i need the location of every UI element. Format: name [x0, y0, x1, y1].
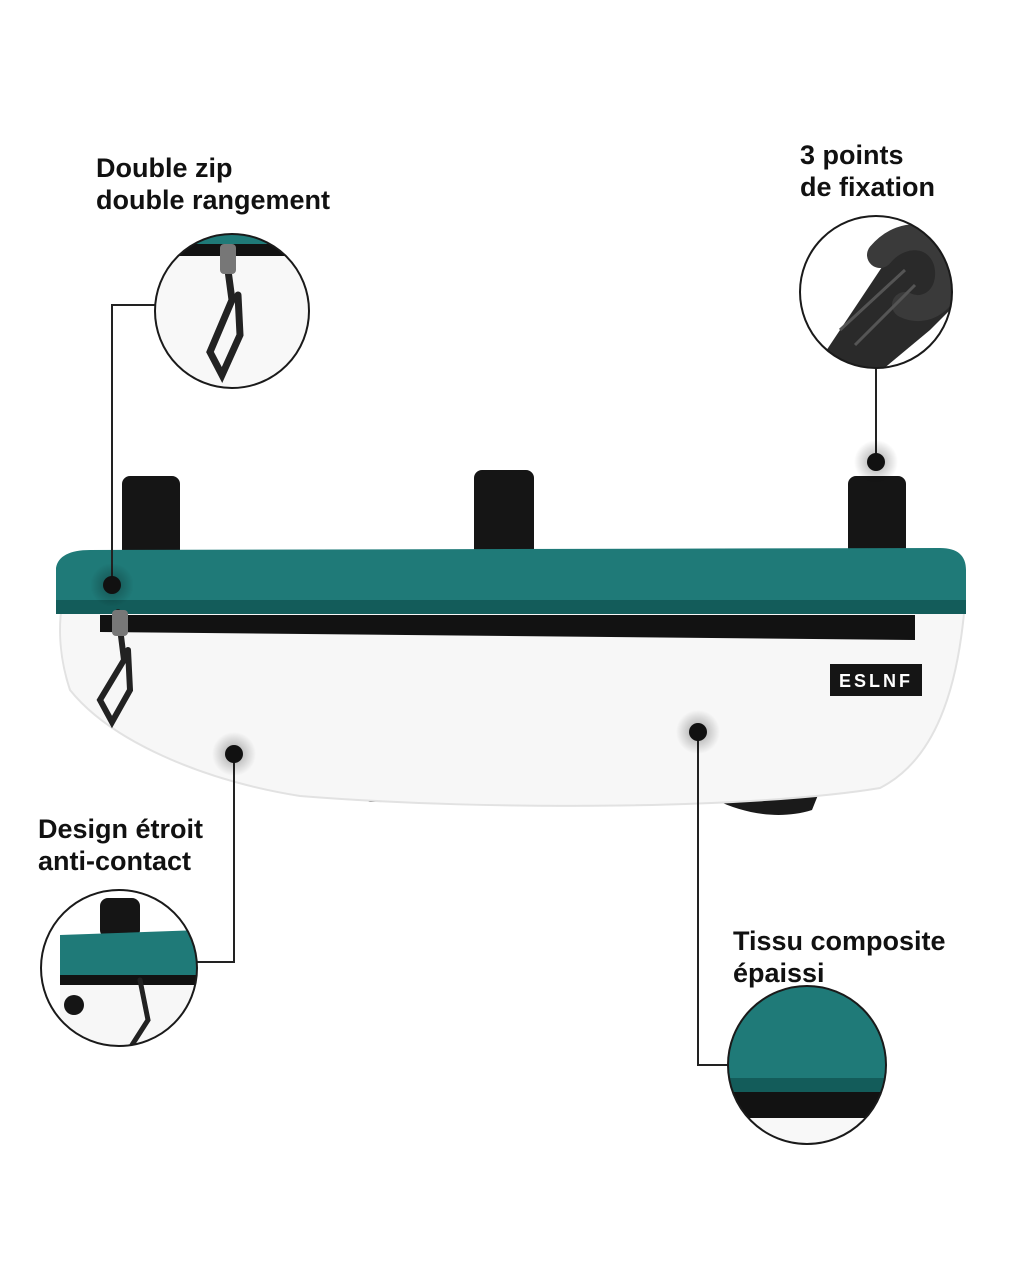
brand-label: ESLNF	[839, 671, 913, 691]
inset-double-zip	[154, 233, 310, 389]
callout-lines	[111, 304, 877, 1066]
zipper-pull-icon	[96, 609, 134, 729]
brand-label-patch	[830, 664, 922, 696]
feature-label-line: 3 points	[800, 140, 904, 170]
bag-white-panel	[59, 600, 967, 807]
inset-fabric	[727, 985, 887, 1145]
feature-label-line: Double zip	[96, 153, 233, 183]
bag-teal-lid	[56, 548, 966, 612]
feature-label-line: Tissu composite	[733, 926, 946, 956]
feature-label-design: Design étroit anti-contact	[38, 813, 203, 877]
feature-label-line: de fixation	[800, 172, 936, 202]
callout-dots	[90, 440, 898, 776]
frame-bag: ESLNF	[56, 470, 967, 815]
feature-label-line: anti-contact	[38, 846, 192, 876]
inset-design-side	[40, 889, 198, 1047]
inset-fixation-strap	[799, 215, 953, 369]
feature-label-double-zip: Double zip double rangement	[96, 152, 330, 216]
zipper-line	[100, 615, 915, 640]
feature-label-fixation: 3 points de fixation	[800, 139, 935, 203]
feature-label-tissu: Tissu composite épaissi	[733, 925, 946, 989]
feature-label-line: double rangement	[96, 185, 331, 215]
feature-label-line: Design étroit	[38, 814, 204, 844]
feature-label-line: épaissi	[733, 958, 825, 988]
